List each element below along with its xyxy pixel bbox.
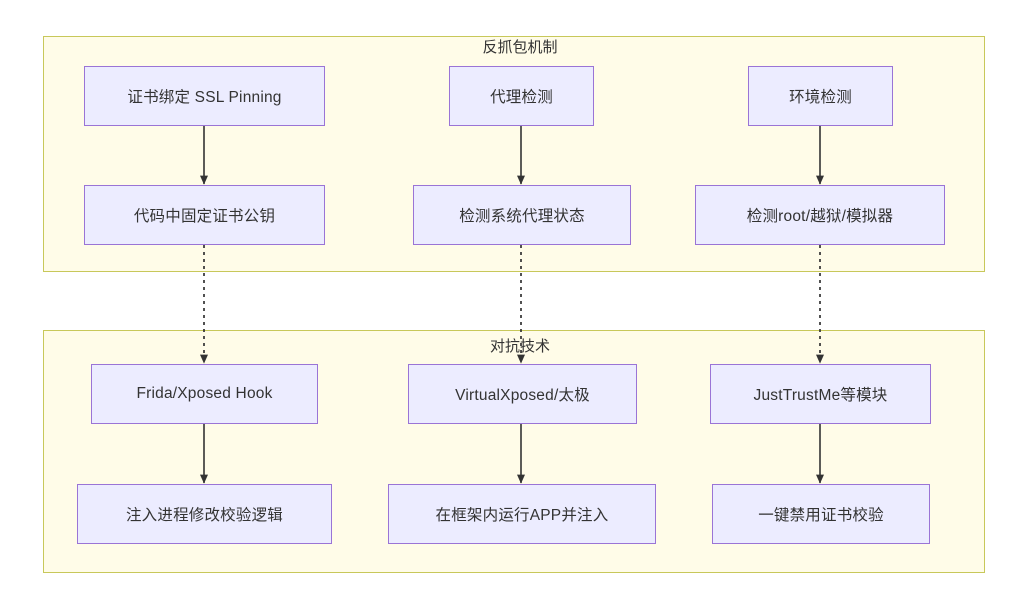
node-root-jailbreak-emulator[interactable]: 检测root/越狱/模拟器	[695, 185, 945, 245]
node-environment-detection[interactable]: 环境检测	[748, 66, 893, 126]
node-virtualxposed-taichi[interactable]: VirtualXposed/太极	[408, 364, 637, 424]
cluster-label-counter-tech: 对抗技术	[489, 338, 551, 355]
node-ssl-pinning[interactable]: 证书绑定 SSL Pinning	[84, 66, 325, 126]
node-frida-xposed-hook[interactable]: Frida/Xposed Hook	[91, 364, 318, 424]
node-pinned-public-key[interactable]: 代码中固定证书公钥	[84, 185, 325, 245]
node-run-app-in-framework[interactable]: 在框架内运行APP并注入	[388, 484, 656, 544]
node-justtrustme-modules[interactable]: JustTrustMe等模块	[710, 364, 931, 424]
node-proxy-detection[interactable]: 代理检测	[449, 66, 594, 126]
node-system-proxy-state[interactable]: 检测系统代理状态	[413, 185, 631, 245]
node-disable-cert-check[interactable]: 一键禁用证书校验	[712, 484, 930, 544]
cluster-label-anti-capture: 反抓包机制	[482, 39, 558, 56]
node-inject-modify-logic[interactable]: 注入进程修改校验逻辑	[77, 484, 332, 544]
